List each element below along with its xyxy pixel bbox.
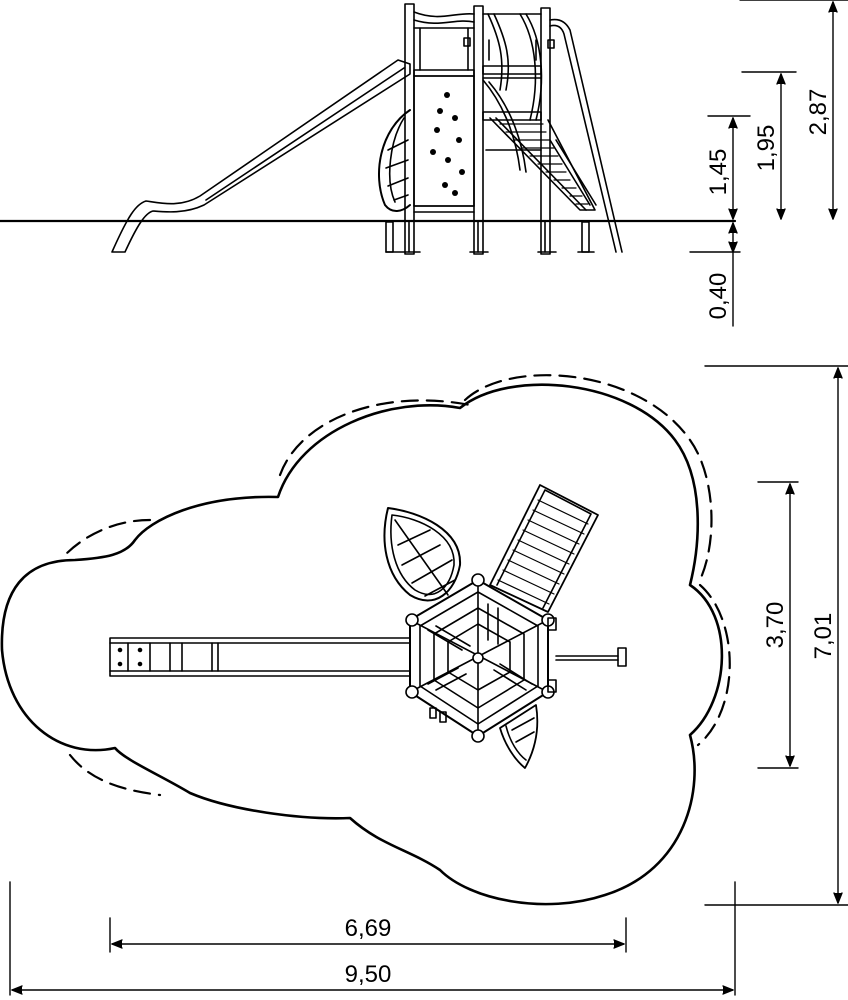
tower-hexagon-plan-icon xyxy=(405,573,557,743)
climbing-wall-side-icon xyxy=(413,69,475,213)
leaf-panel-plan-icon xyxy=(383,507,462,602)
leaf-panel-side-icon xyxy=(378,109,411,212)
ladder-plan-icon xyxy=(489,484,599,613)
dim-foundation-depth: 0,40 xyxy=(705,273,732,320)
tower-roof-side-icon xyxy=(413,11,555,121)
elevation-dimensions xyxy=(689,0,848,327)
dim-overall-height: 2,87 xyxy=(805,89,832,136)
dim-equipment-length: 6,69 xyxy=(345,915,392,942)
dim-equipment-depth: 3,70 xyxy=(762,602,789,649)
plan-view: 7,01 3,70 6,69 9,50 xyxy=(0,365,848,996)
dim-platform-height: 1,45 xyxy=(705,149,732,196)
ladder-side-icon xyxy=(489,117,597,211)
platform-deck-side-icon xyxy=(482,65,542,173)
dim-platform-height-upper: 1,95 xyxy=(753,125,780,172)
handrail-pole-side-icon xyxy=(549,18,623,253)
safety-zone-dashed xyxy=(63,374,731,797)
slide-side-icon xyxy=(111,59,411,253)
plan-dimensions xyxy=(9,365,848,996)
tower-posts-side-icon xyxy=(385,3,595,255)
handrail-plan-icon xyxy=(555,647,627,667)
dim-safety-zone-depth: 7,01 xyxy=(810,613,837,660)
dim-safety-zone-length: 9,50 xyxy=(345,961,392,988)
safety-zone-outline xyxy=(0,383,724,906)
slide-plan-icon xyxy=(109,637,411,677)
side-elevation-view: 2,87 1,95 1,45 0,40 xyxy=(0,0,848,327)
climbing-panel-plan-icon xyxy=(499,704,539,769)
